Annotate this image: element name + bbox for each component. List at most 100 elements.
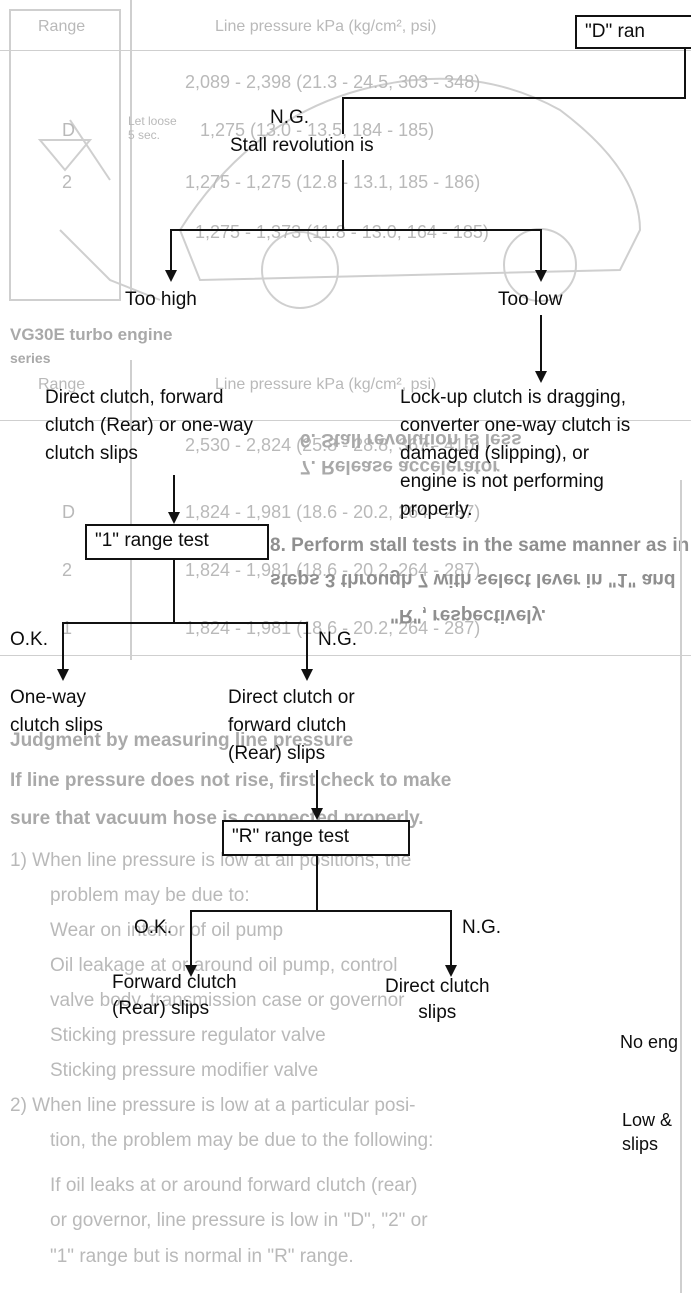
connector bbox=[306, 622, 308, 672]
forward-result: Forward clutch (Rear) slips bbox=[112, 970, 237, 1022]
arrow bbox=[185, 965, 197, 977]
low-result-line: converter one-way clutch is bbox=[400, 415, 631, 436]
bg-vg-header-mid: Line pressure kPa (kg/cm², psi) bbox=[215, 376, 437, 393]
direct2-result: Direct clutch slips bbox=[385, 974, 490, 1026]
connector bbox=[316, 770, 318, 812]
connector bbox=[170, 229, 172, 273]
bg-step8b: steps 3 through 7 with select lever in "… bbox=[270, 569, 676, 590]
bg-para1: If line pressure does not rise, first ch… bbox=[10, 770, 452, 791]
too-low-label: Too low bbox=[498, 289, 563, 310]
bg-b1: Wear on interior of oil pump bbox=[50, 920, 284, 941]
high-result-line: Direct clutch, forward bbox=[45, 387, 224, 408]
direct2-result-line: slips bbox=[418, 1002, 457, 1023]
low-and-label: Low & bbox=[622, 1110, 673, 1130]
label-ok-r: O.K. bbox=[134, 917, 173, 938]
connector bbox=[684, 49, 686, 99]
bg-step8a: 8. Perform stall tests in the same manne… bbox=[270, 535, 690, 556]
low-result: Lock-up clutch is dragging, converter on… bbox=[400, 384, 630, 524]
one-way-result-line: clutch slips bbox=[10, 715, 103, 736]
bg-header-left: Range bbox=[38, 18, 86, 35]
range-1-test-box: "1" range test bbox=[85, 524, 269, 560]
high-result-line: clutch slips bbox=[45, 443, 138, 464]
arrow bbox=[311, 808, 323, 820]
label-ng-1: N.G. bbox=[318, 629, 358, 650]
direct-result-line: forward clutch bbox=[228, 715, 347, 736]
table-rule bbox=[0, 655, 691, 656]
bg-header-mid: Line pressure kPa (kg/cm², psi) bbox=[215, 18, 437, 35]
high-result: Direct clutch, forward clutch (Rear) or … bbox=[45, 384, 253, 468]
connector bbox=[342, 160, 344, 230]
bg-row2-range: D bbox=[62, 120, 75, 140]
connector bbox=[342, 97, 686, 99]
bg-b2a: Oil leakage at or around oil pump, contr… bbox=[50, 955, 398, 976]
bg-vg-title: VG30E turbo engine bbox=[10, 325, 173, 344]
table-rule bbox=[0, 420, 691, 421]
label-ok-1: O.K. bbox=[10, 629, 49, 650]
high-result-line: clutch (Rear) or one-way bbox=[45, 415, 254, 436]
connector bbox=[62, 622, 64, 672]
bg-item2b: tion, the problem may be due to the foll… bbox=[50, 1130, 434, 1151]
forward-result-line: Forward clutch bbox=[112, 972, 237, 993]
low-result-line: engine is not performing bbox=[400, 471, 604, 492]
bg-vg-row1: 2,530 - 2,824 (25.8 - 28.8, 367 - 410) bbox=[185, 435, 481, 455]
arrow bbox=[301, 669, 313, 681]
bg-vg-header-left: Range bbox=[38, 376, 86, 393]
table-divider bbox=[130, 0, 132, 300]
connector bbox=[190, 910, 192, 968]
bg-item1b: problem may be due to: bbox=[50, 885, 250, 906]
label-ng-r: N.G. bbox=[462, 917, 502, 938]
no-engine-label: No eng bbox=[620, 1032, 679, 1052]
connector bbox=[540, 229, 542, 273]
bg-row4: 1,275 - 1,373 (11.8 - 13.0, 164 - 185) bbox=[195, 222, 489, 242]
connector bbox=[342, 97, 344, 134]
bg-b5a: If oil leaks at or around forward clutch… bbox=[50, 1175, 418, 1196]
bg-vg-row3-range: 2 bbox=[62, 560, 73, 580]
bg-b3: Sticking pressure regulator valve bbox=[50, 1025, 326, 1046]
label-ng-top: N.G. bbox=[270, 107, 310, 128]
bg-diag-title: Judgment by measuring line pressure bbox=[10, 730, 354, 751]
bg-b4: Sticking pressure modifier valve bbox=[50, 1060, 319, 1081]
connector bbox=[450, 910, 452, 968]
low-result-line: properly. bbox=[400, 499, 473, 520]
bg-row3-range: 2 bbox=[62, 172, 73, 192]
bg-vg-row4-range: 1 bbox=[62, 618, 73, 638]
arrow bbox=[535, 371, 547, 383]
connector bbox=[62, 622, 308, 624]
connector bbox=[540, 315, 542, 373]
too-high-label: Too high bbox=[125, 289, 197, 310]
bg-step8c: "R", respectively. bbox=[390, 605, 547, 626]
arrow bbox=[445, 965, 457, 977]
arrow bbox=[57, 669, 69, 681]
car-illustration bbox=[9, 9, 642, 309]
bg-vg-sub: series bbox=[10, 350, 51, 366]
arrow bbox=[165, 270, 177, 282]
bg-row1: 2,089 - 2,398 (21.3 - 24.5, 303 - 348) bbox=[185, 72, 481, 92]
bg-vg-row3: 1,824 - 1,981 (18.6 - 20.2, 264 - 287) bbox=[185, 560, 481, 580]
bg-b2b: valve body, transmission case or governo… bbox=[50, 990, 405, 1011]
bg-row3: 1,275 - 1,275 (12.8 - 13.1, 185 - 186) bbox=[185, 172, 481, 192]
one-way-result: One-way clutch slips bbox=[10, 684, 103, 740]
bg-release: Let loose 5 sec. bbox=[128, 114, 177, 142]
direct2-result-line: Direct clutch bbox=[385, 976, 490, 997]
connector bbox=[170, 229, 542, 231]
right-edge-rule bbox=[680, 480, 682, 1293]
stall-revolution-label: Stall revolution is bbox=[230, 135, 374, 156]
low-result-line: Lock-up clutch is dragging, bbox=[400, 387, 627, 408]
table-rule bbox=[0, 50, 691, 51]
arrow bbox=[535, 270, 547, 282]
bg-b5b: or governor, line pressure is low in "D"… bbox=[50, 1210, 428, 1231]
bg-row2: 1,275 (13.0 - 13.5, 184 - 185) bbox=[200, 120, 435, 140]
bg-vg-row2-range: D bbox=[62, 502, 75, 522]
direct-result: Direct clutch or forward clutch (Rear) s… bbox=[228, 684, 355, 768]
bg-item2a: 2) When line pressure is low at a partic… bbox=[10, 1095, 416, 1116]
connector bbox=[190, 910, 452, 912]
d-range-test-box: "D" ran bbox=[575, 15, 691, 49]
connector bbox=[316, 856, 318, 912]
arrow bbox=[168, 512, 180, 524]
one-way-result-line: One-way bbox=[10, 687, 87, 708]
low-result-line: damaged (slipping), or bbox=[400, 443, 590, 464]
direct-result-line: (Rear) slips bbox=[228, 743, 326, 764]
direct-result-line: Direct clutch or bbox=[228, 687, 355, 708]
bg-vg-row2: 1,824 - 1,981 (18.6 - 20.2, 264 - 287) bbox=[185, 502, 481, 522]
range-r-test-box: "R" range test bbox=[222, 820, 410, 856]
